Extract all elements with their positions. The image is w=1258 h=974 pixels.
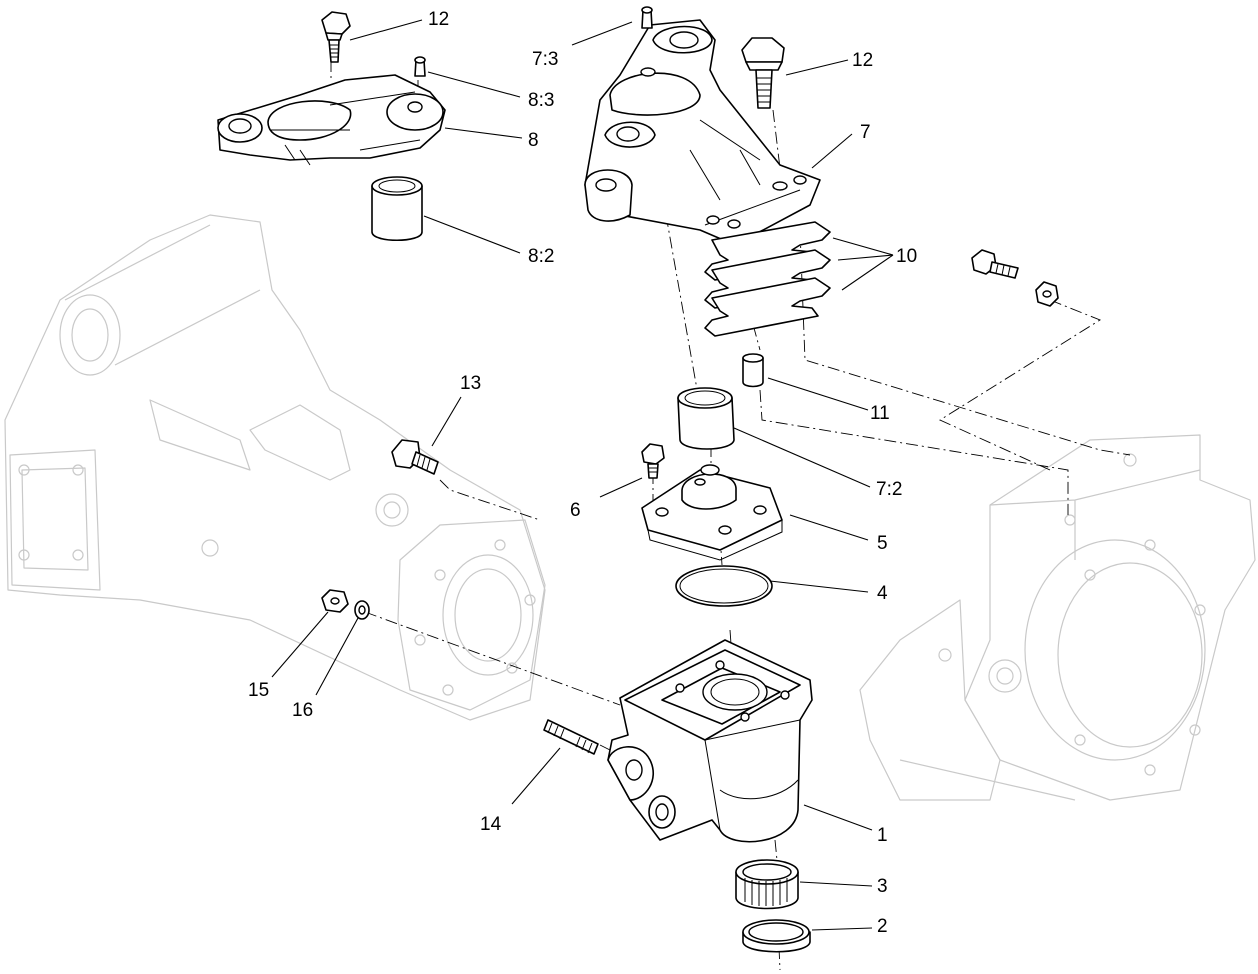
callout-14: 14	[480, 814, 502, 835]
grease-fitting-part-7-3	[641, 6, 653, 29]
callout-15: 15	[248, 680, 269, 701]
callout-16: 16	[292, 700, 313, 721]
callout-7-2: 7:2	[876, 479, 902, 500]
callout-7-3: 7:3	[532, 49, 558, 70]
callout-12-left: 12	[428, 9, 449, 30]
steering-arm-part-8	[217, 74, 446, 166]
callout-2: 2	[877, 916, 888, 937]
washer-part-16	[354, 600, 370, 620]
callout-7: 7	[860, 122, 871, 143]
nut-part-15	[321, 589, 349, 613]
assembly-centerlines	[330, 60, 1131, 971]
side-bolt-and-nut	[971, 249, 1059, 307]
bushing-part-7-2	[677, 387, 735, 450]
grease-fitting-part-8-3	[414, 56, 426, 77]
seal-part-2	[742, 919, 811, 953]
callout-8-3: 8:3	[528, 90, 554, 111]
right-gear-housing	[859, 434, 1256, 801]
spindle-bracket-part-7	[584, 19, 821, 246]
left-axle-housing	[4, 214, 546, 721]
cap-part-5	[641, 464, 783, 561]
bolt-part-13	[391, 439, 439, 475]
stud-part-14	[543, 719, 599, 755]
bolt-part-6	[641, 443, 665, 479]
callout-4: 4	[877, 583, 888, 604]
needle-bearing-part-3	[735, 859, 799, 910]
leader-lines	[271, 19, 894, 931]
callout-3: 3	[877, 876, 888, 897]
dowel-part-11	[742, 353, 764, 388]
bushing-part-8-2	[371, 176, 423, 241]
callout-8: 8	[528, 130, 539, 151]
bolt-part-12-left	[321, 11, 351, 63]
callout-8-2: 8:2	[528, 246, 554, 267]
callout-13: 13	[460, 373, 481, 394]
callout-12-right: 12	[852, 50, 873, 71]
callout-10: 10	[896, 246, 917, 267]
shims-part-10	[704, 221, 831, 337]
spindle-housing-part-1	[607, 639, 813, 843]
callout-1: 1	[877, 825, 888, 846]
callout-11: 11	[870, 403, 890, 424]
o-ring-part-4	[675, 565, 773, 607]
callout-6: 6	[570, 500, 581, 521]
bolt-part-12-right	[741, 37, 785, 109]
callout-5: 5	[877, 533, 888, 554]
callout-labels: 12 8:3 8 8:2 7:3 12 7 10 11 7:2 6 5 4 13…	[248, 9, 917, 937]
